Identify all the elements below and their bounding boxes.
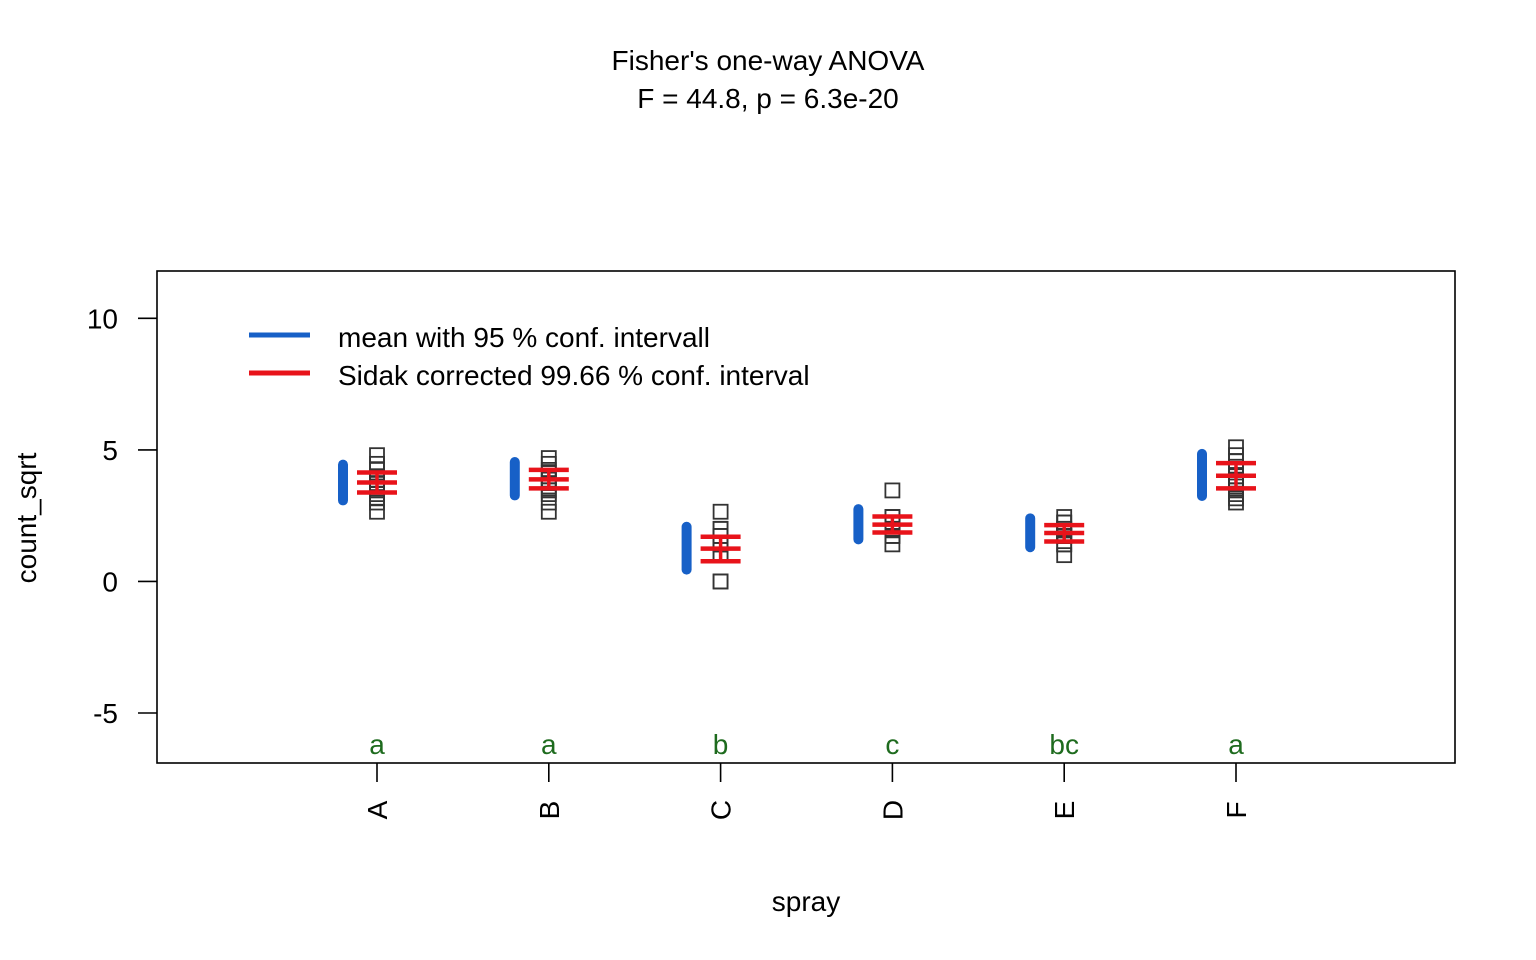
data-point (369, 447, 385, 464)
data-point (540, 503, 557, 520)
x-tick-label: C (706, 800, 737, 820)
legend-label-mean-ci: mean with 95 % conf. intervall (338, 322, 710, 353)
group-B: a (509, 450, 569, 760)
x-tick-label: A (362, 800, 393, 819)
chart-subtitle: F = 44.8, p = 6.3e-20 (637, 83, 899, 114)
data-point (712, 573, 729, 590)
legend-label-sidak-ci: Sidak corrected 99.66 % conf. interval (338, 360, 810, 391)
y-tick-label: 5 (102, 435, 118, 466)
data-point (884, 482, 901, 499)
data-point (1056, 547, 1073, 564)
group-A: a (338, 447, 397, 760)
x-tick-label: F (1221, 801, 1252, 818)
group-E: bc (1025, 509, 1085, 760)
data-point (1228, 439, 1244, 456)
legend: mean with 95 % conf. intervall Sidak cor… (249, 322, 810, 391)
x-tick-label: D (877, 800, 908, 820)
data-point (540, 450, 557, 466)
plot-frame (156, 270, 1456, 764)
group-D: c (853, 482, 913, 760)
y-tick-label: 10 (87, 303, 118, 334)
group-letter: c (885, 729, 899, 760)
group-C: b (681, 503, 741, 760)
y-tick-label: -5 (93, 698, 118, 729)
data-point (712, 503, 729, 520)
data-point (369, 503, 385, 520)
x-axis: A B C D E F (362, 763, 1252, 820)
group-letter: a (541, 729, 557, 760)
y-tick-label: 0 (102, 566, 118, 597)
data-point (712, 573, 729, 590)
group-letter: bc (1049, 729, 1079, 760)
group-letter: b (713, 729, 729, 760)
x-axis-label: spray (772, 886, 840, 917)
data-point (540, 494, 557, 511)
group-letter: a (369, 729, 385, 760)
chart-title: Fisher's one-way ANOVA (612, 45, 925, 76)
y-axis: -5 0 5 10 (87, 303, 157, 729)
group-letter: a (1228, 729, 1244, 760)
x-tick-label: B (534, 801, 565, 820)
group-F: a (1197, 439, 1256, 760)
x-tick-label: E (1049, 801, 1080, 820)
data-point (884, 536, 901, 553)
y-axis-label: count_sqrt (11, 452, 42, 583)
